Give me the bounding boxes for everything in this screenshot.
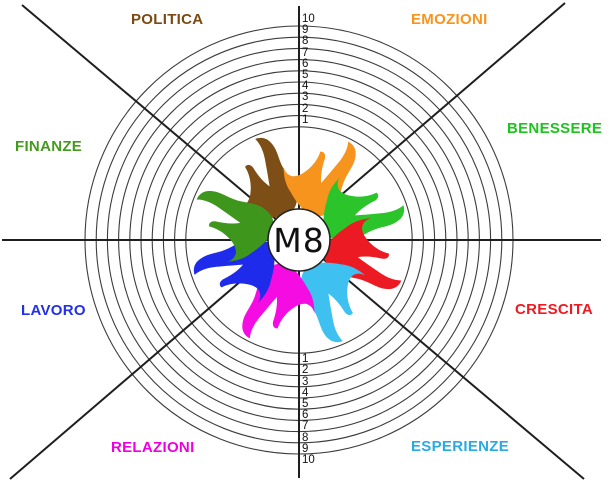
sector-label-esperienze: ESPERIENZE [411,438,510,455]
flame-icon-esperienze [300,262,366,343]
sector-label-lavoro: LAVORO [21,302,86,319]
scale-tick: 9 [302,24,309,37]
scale-tick: 4 [302,80,309,93]
sector-label-finanze: FINANZE [15,138,83,155]
scale-tick: 1 [302,113,309,126]
scale-tick: 8 [302,35,309,48]
scale-tick: 9 [302,442,309,455]
center-circle [267,208,331,272]
scale-tick: 2 [302,364,309,377]
sector-label-relazioni: RELAZIONI [111,439,195,456]
flame-icon-benessere [323,177,405,242]
scale-tick: 4 [302,386,309,399]
sector-label-politica: POLITICA [131,11,204,28]
flame-icon-lavoro [193,238,275,303]
sector-label-emozioni: EMOZIONI [411,11,488,28]
scale-tick: 10 [302,454,315,466]
scale-tick: 6 [302,57,309,70]
scale-tick: 8 [302,431,309,444]
scale-tick: 5 [302,398,309,410]
flame-icons [193,137,405,343]
scale-tick: 7 [302,46,309,59]
scale-tick: 3 [302,375,309,388]
sector-label-crescita: CRESCITA [515,301,593,318]
scale-tick: 10 [302,13,315,25]
center-label: M8 [273,221,324,260]
flame-icon-politica [232,137,298,218]
sector-label-benessere: BENESSERE [507,120,603,137]
flame-icon-finanze [196,191,274,262]
scale-tick: 1 [302,353,309,366]
scale-tick: 6 [302,409,309,422]
scale-tick: 7 [302,420,309,433]
scale-tick: 3 [302,91,309,104]
scale-tick: 5 [302,69,309,81]
scale-tick: 2 [302,102,309,115]
